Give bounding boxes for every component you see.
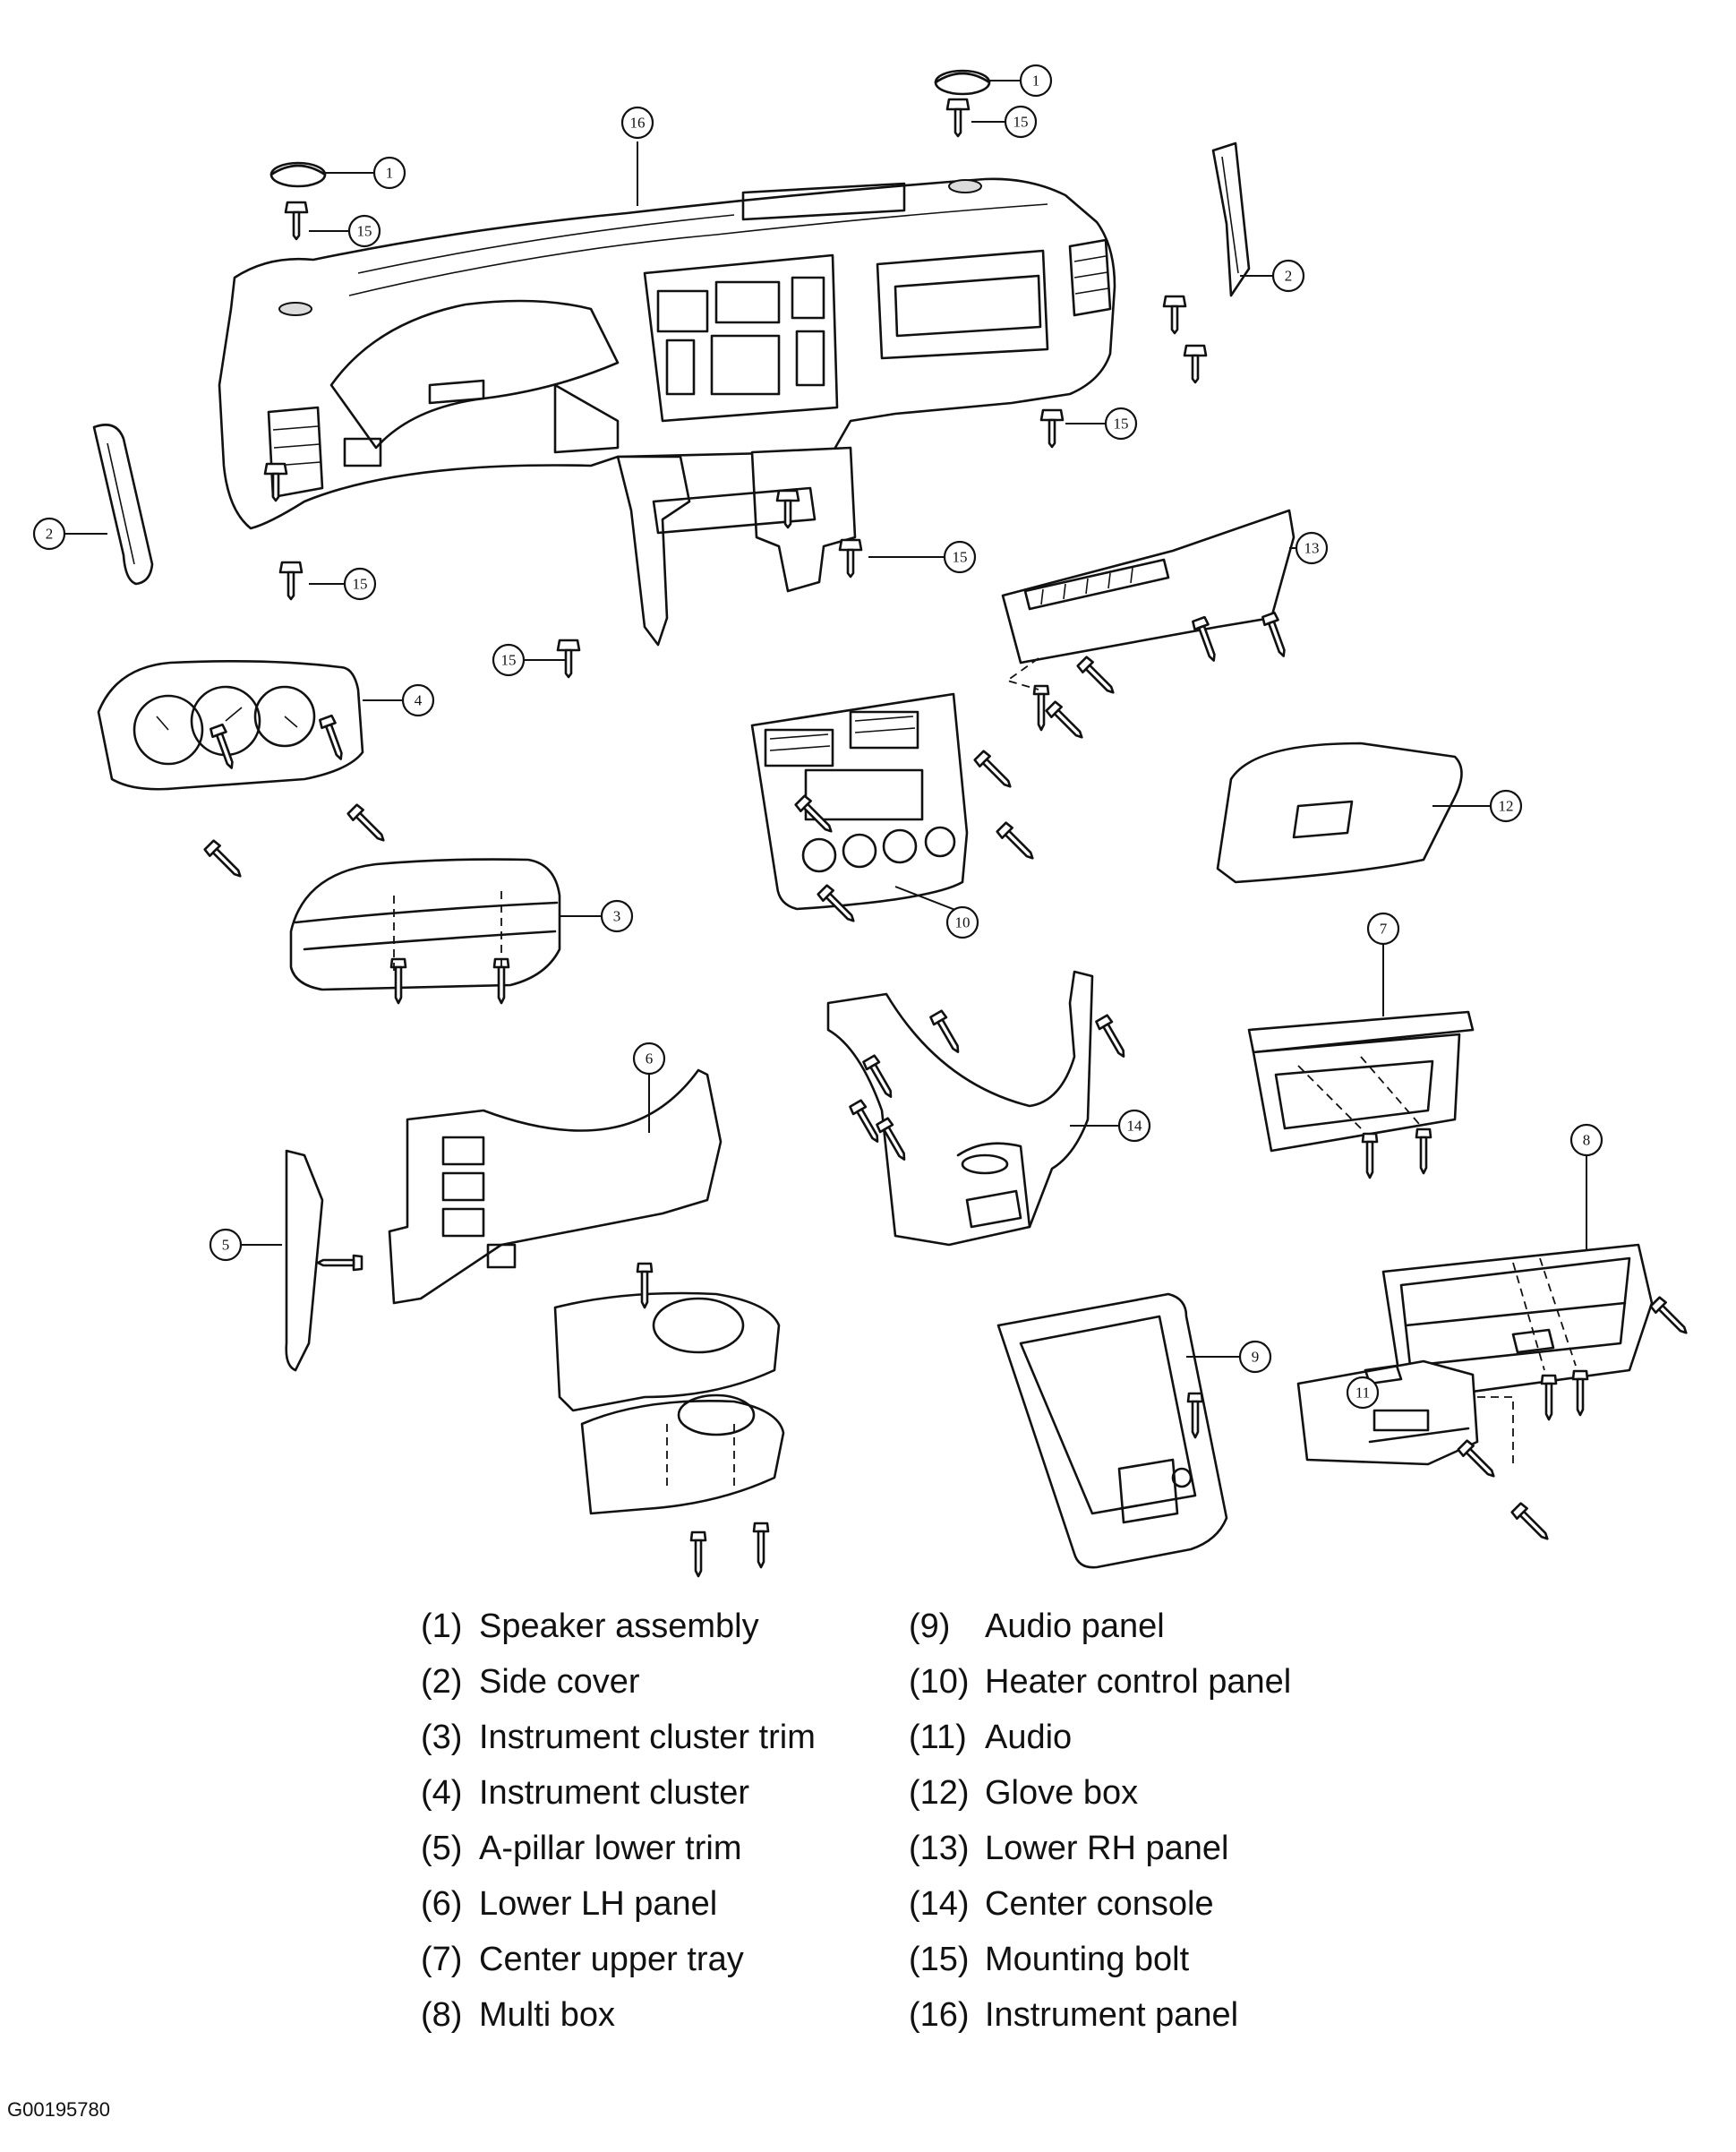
svg-text:14: 14 [1127,1118,1143,1135]
legend-item: (5)A-pillar lower trim [421,1829,742,1867]
callout-8: 8 [1569,1123,1603,1249]
callout-7: 7 [1366,912,1400,1016]
legend-item: (10)Heater control panel [909,1662,1292,1701]
callout-10: 10 [894,886,979,939]
svg-text:15: 15 [353,576,368,593]
callout-15-right: 15 [1065,407,1138,441]
callout-13: 13 [1289,531,1329,565]
svg-text:9: 9 [1252,1349,1260,1366]
svg-text:2: 2 [1285,268,1293,285]
svg-text:10: 10 [955,914,971,931]
callout-5: 5 [209,1228,282,1262]
instrument-cluster-trim [289,858,561,991]
instrument-panel-center-bracket [616,446,857,647]
heater-control-panel [750,692,969,911]
svg-text:11: 11 [1355,1385,1370,1402]
svg-text:15: 15 [1013,114,1029,131]
multi-box [1381,1243,1654,1399]
legend-column-right: (9)Audio panel (10)Heater control panel … [909,1599,1291,2043]
callout-15-center: 15 [868,540,977,574]
svg-text:5: 5 [222,1237,230,1254]
callout-6: 6 [632,1042,666,1133]
callout-14: 14 [1070,1109,1151,1143]
parts-legend: (1)Speaker assembly (2)Side cover (3)Ins… [421,1599,1406,2064]
speaker-assembly-right [934,69,991,193]
a-pillar-lower-trim [285,1149,324,1372]
legend-item: (4)Instrument cluster [421,1773,749,1812]
svg-text:15: 15 [1114,416,1129,433]
callout-4: 4 [363,683,435,717]
svg-text:3: 3 [613,908,621,925]
callout-2-right: 2 [1240,259,1305,293]
legend-item: (9)Audio panel [909,1607,1165,1645]
svg-text:16: 16 [630,115,646,132]
callout-12: 12 [1432,789,1523,823]
legend-item: (12)Glove box [909,1773,1139,1812]
legend-item: (13)Lower RH panel [909,1829,1229,1867]
svg-text:4: 4 [415,692,423,709]
figure-code: G00195780 [7,2098,110,2121]
steering-column-cover [553,1291,785,1515]
svg-text:1: 1 [1032,73,1040,90]
speaker-assembly-left [269,161,327,316]
legend-item: (6)Lower LH panel [421,1884,718,1923]
svg-text:13: 13 [1304,540,1320,557]
lower-lh-panel [388,1068,723,1305]
center-upper-tray [1247,1010,1475,1153]
callout-15-top: 15 [971,105,1038,139]
callout-15-bottom: 15 [492,643,566,677]
svg-text:15: 15 [501,652,517,669]
legend-item: (2)Side cover [421,1662,640,1701]
callout-9: 9 [1186,1340,1272,1374]
callout-11: 11 [1346,1376,1380,1410]
glove-box [1216,742,1463,884]
callout-3: 3 [560,899,634,933]
legend-item: (7)Center upper tray [421,1940,744,1978]
svg-text:7: 7 [1380,921,1388,938]
svg-text:8: 8 [1583,1132,1591,1149]
legend-item: (15)Mounting bolt [909,1940,1190,1978]
instrument-cluster [97,660,364,791]
svg-text:1: 1 [386,165,394,182]
center-console [826,970,1094,1247]
callout-16: 16 [620,106,654,206]
svg-text:12: 12 [1499,798,1514,815]
audio-unit [1296,1359,1479,1466]
svg-text:2: 2 [46,526,54,543]
legend-item: (11)Audio [909,1718,1073,1756]
legend-item: (3)Instrument cluster trim [421,1718,816,1756]
legend-item: (1)Speaker assembly [421,1607,759,1645]
side-cover-left [92,424,154,586]
alignment-lines [393,657,1577,1487]
legend-item: (14)Center console [909,1884,1214,1923]
exploded-parts-diagram: 16 1 15 1 15 2 15 2 15 15 13 15 [32,64,1693,1578]
instrument-panel [218,177,1116,530]
callout-1-left: 1 [325,156,406,190]
svg-text:6: 6 [646,1050,654,1067]
callout-15-left-bottom: 15 [309,567,377,601]
legend-item: (16)Instrument panel [909,1995,1239,2034]
svg-text:15: 15 [357,223,372,240]
legend-column-left: (1)Speaker assembly (2)Side cover (3)Ins… [421,1599,816,2043]
legend-item: (8)Multi box [421,1995,616,2034]
callout-1-right: 1 [989,64,1053,98]
svg-text:15: 15 [953,549,968,566]
callout-2-left: 2 [32,517,107,551]
lower-rh-panel [1001,509,1296,664]
callout-15-left-top: 15 [309,214,381,248]
audio-panel [996,1292,1228,1569]
side-cover-right [1211,141,1251,297]
